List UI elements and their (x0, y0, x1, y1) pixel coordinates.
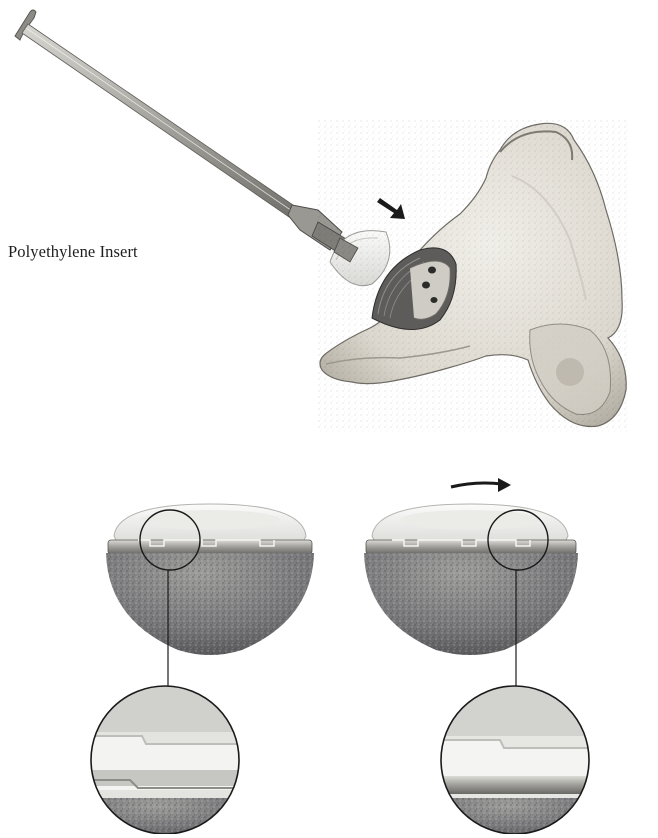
magnified-detail-left (90, 686, 240, 834)
cup-assembly-unseated (106, 504, 314, 686)
cup-assembly-seated (364, 504, 578, 686)
magnified-detail-right (440, 686, 590, 834)
pelvis-bone (318, 120, 628, 432)
insert-label: Polyethylene Insert (8, 242, 138, 262)
rotation-arrow (451, 478, 511, 492)
inserter-tool (15, 10, 348, 254)
